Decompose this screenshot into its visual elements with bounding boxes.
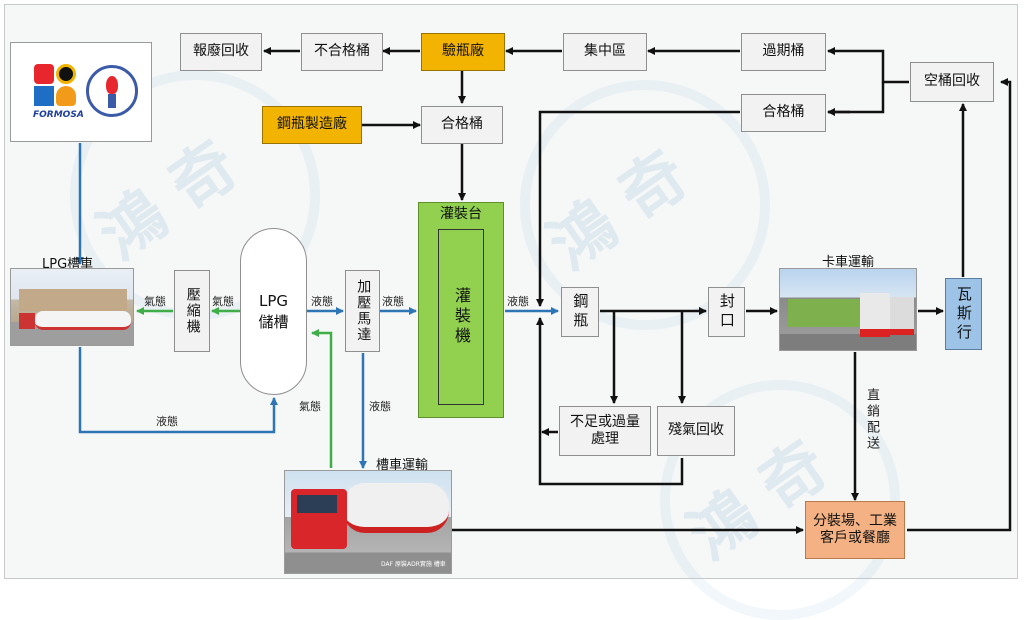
edge-label-liquid: 液態	[156, 415, 178, 428]
logo-square-icon	[56, 64, 76, 84]
empty-drum-recycle-box: 空桶回收	[910, 62, 994, 102]
filling-machine-box: 灌裝機	[438, 229, 484, 405]
insufficient-overfill-box: 不足或過量處理	[559, 406, 651, 456]
qualified-drum-mid-box: 合格桶	[421, 106, 503, 144]
cab-shape	[19, 313, 35, 329]
collection-area-box: 集中區	[563, 33, 647, 71]
compressor-box: 壓縮機	[174, 270, 210, 352]
edge-label-liquid: 液態	[382, 295, 404, 308]
logo-text: FORMOSA	[33, 110, 84, 120]
truck-transport-photo	[779, 268, 917, 351]
edge-label-liquid: 液態	[369, 400, 391, 413]
residual-gas-recovery-box: 殘氣回收	[657, 406, 735, 456]
edge-label-gas: 氣態	[144, 295, 166, 308]
distribution-label: 分裝場、工業客戶或餐廳	[813, 512, 897, 547]
lpg-storage-tank: LPG儲槽	[240, 228, 307, 395]
tanker-transport-photo: DAF 原裝ADR實施 槽車	[284, 470, 452, 574]
scrap-box: 報廢回收	[180, 33, 262, 71]
cylinder-factory-box: 鋼瓶製造廠	[262, 106, 362, 144]
truck-body-shape	[788, 299, 860, 327]
formosa-logo-panel: FORMOSA	[10, 42, 152, 142]
arrow-empty-to-qualified	[828, 82, 885, 114]
arrow-qualified-to-cylinder-line	[536, 110, 740, 307]
edge-label-liquid: 液態	[311, 295, 333, 308]
tanker-caption: DAF 原裝ADR實施 槽車	[381, 561, 446, 568]
reject-drum-box: 不合格桶	[301, 33, 383, 71]
tanker-window-shape	[297, 495, 337, 513]
truck-transport-title: 卡車運輸	[822, 255, 875, 270]
logo-square-icon	[56, 86, 76, 106]
logo-square-icon	[34, 86, 54, 106]
lpg-storage-label: LPG儲槽	[258, 292, 289, 331]
gas-dealer-box: 瓦斯行	[945, 278, 982, 350]
cylinder-box: 鋼瓶	[561, 287, 599, 337]
flow-arrows	[76, 47, 1012, 534]
arrow-tanker-gas-to-storage	[311, 329, 333, 468]
expired-drum-box: 過期桶	[741, 33, 826, 71]
pressure-pump-box: 加壓馬達	[345, 270, 380, 352]
seal-box: 封口	[708, 287, 745, 337]
edge-label-liquid: 液態	[507, 295, 529, 308]
tank-shape	[35, 311, 131, 330]
qualified-drum-top-box: 合格桶	[741, 94, 826, 132]
arrow-empty-to-expired	[827, 47, 909, 84]
inspection-plant-box: 驗瓶廠	[421, 33, 505, 71]
filling-station-box: 灌裝台 灌裝機	[418, 202, 504, 418]
edge-label-gas: 氣態	[212, 295, 234, 308]
watermark-ring	[520, 80, 770, 330]
emblem-icon	[86, 65, 138, 117]
tanker-body-shape	[343, 483, 449, 533]
tanker-transport-title: 槽車運輸	[376, 458, 429, 473]
direct-sales-label: 直銷配送	[864, 388, 879, 452]
building-shape	[19, 289, 127, 311]
distribution-box: 分裝場、工業客戶或餐廳	[805, 501, 905, 559]
arrow-tanker-to-storage	[78, 347, 278, 434]
lpg-tanker-photo	[10, 268, 134, 346]
flame-icon	[106, 76, 118, 94]
arrow-residual-return	[536, 317, 684, 486]
logo-square-icon	[34, 64, 54, 84]
truck-cab-shape	[860, 293, 890, 337]
edge-label-gas: 氣態	[299, 400, 321, 413]
arrow-distribution-to-empty	[907, 78, 1012, 532]
filling-station-title: 灌裝台	[440, 206, 482, 222]
emblem-base	[108, 94, 116, 108]
truck-cab-shape	[890, 297, 914, 335]
insufficient-overfill-label: 不足或過量處理	[570, 413, 640, 448]
